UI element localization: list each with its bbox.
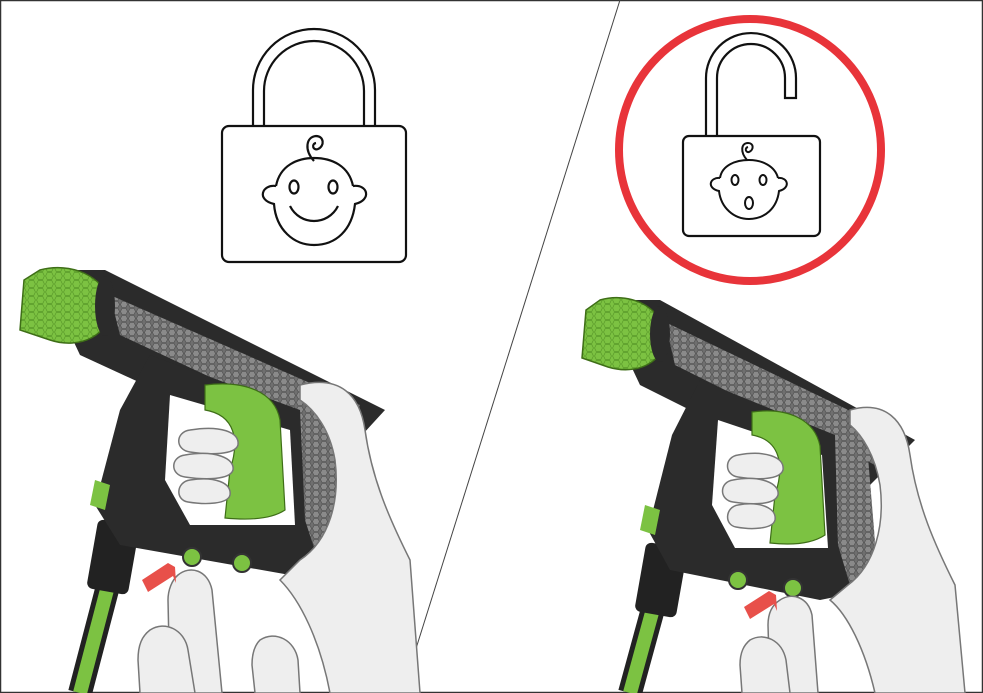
button-right-secondary <box>729 571 747 589</box>
child-lock-button-left-pressed <box>183 548 201 566</box>
child-lock-button-right-pressed <box>784 579 802 597</box>
button-left-secondary <box>233 554 251 572</box>
